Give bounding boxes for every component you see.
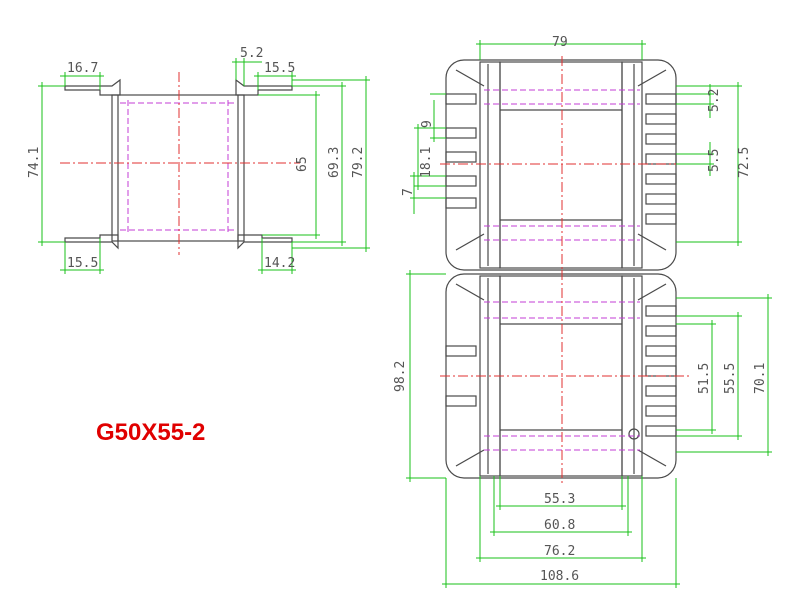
dim-top-5-2: 5.2 [707, 89, 722, 112]
part-number-label: G50X55-2 [96, 419, 205, 446]
side-bobbin-body [111, 94, 245, 242]
dim-side-15-5-bottom: 15.5 [67, 256, 98, 271]
dim-side-5-2: 5.2 [240, 46, 263, 61]
dim-top-18-1: 18.1 [419, 147, 434, 178]
dim-side-79-2: 79.2 [351, 147, 366, 178]
bottom-plan-view: 98.2 55.3 60.8 76.2 108.6 51.5 55.5 70.1 [393, 270, 772, 588]
dim-bottom-55-5: 55.5 [723, 363, 738, 394]
dim-side-16-7: 16.7 [67, 61, 98, 76]
dim-top-79: 79 [552, 35, 568, 50]
side-view: 16.7 5.2 15.5 15.5 14.2 74.1 65 69.3 79.… [27, 46, 370, 274]
side-bottom-right-flange [237, 234, 293, 250]
dim-side-15-5-top: 15.5 [264, 61, 295, 76]
dim-side-74-1: 74.1 [27, 147, 42, 178]
dim-bottom-51-5: 51.5 [697, 363, 712, 394]
top-core-window [499, 61, 623, 269]
dim-top-7: 7 [401, 188, 416, 196]
dim-top-5-5: 5.5 [707, 149, 722, 172]
dim-side-14-2: 14.2 [264, 256, 295, 271]
dim-top-9: 9 [420, 120, 435, 128]
dim-side-69-3: 69.3 [327, 147, 342, 178]
dim-bottom-55-3: 55.3 [544, 492, 575, 507]
top-plan-view: 79 9 18.1 7 5.2 5.5 72.5 [401, 35, 752, 274]
side-top-left-flange [64, 78, 121, 96]
dim-bottom-60-8: 60.8 [544, 518, 575, 533]
dim-bottom-108-6: 108.6 [540, 569, 579, 584]
dim-side-65: 65 [295, 156, 310, 172]
dim-bottom-70-1: 70.1 [753, 363, 768, 394]
side-top-right-flange [235, 78, 293, 96]
dim-bottom-98-2: 98.2 [393, 361, 408, 392]
side-bottom-left-flange [64, 234, 119, 250]
top-flange-outline [445, 59, 677, 271]
dim-top-72-5: 72.5 [737, 147, 752, 178]
dim-bottom-76-2: 76.2 [544, 544, 575, 559]
